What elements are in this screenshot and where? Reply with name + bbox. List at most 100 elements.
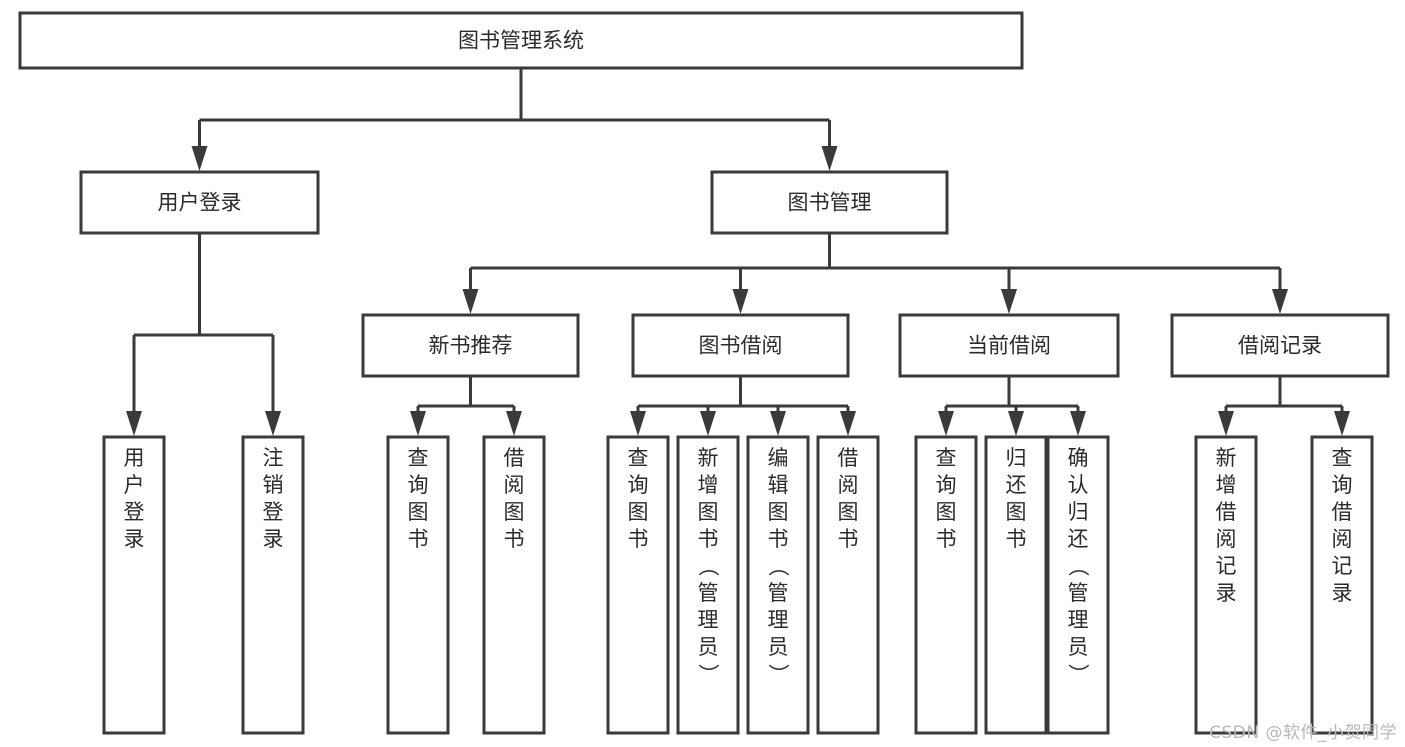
node-box [984,435,1048,735]
node-label-char: 新 [1216,446,1237,470]
node-label-char: 书 [698,527,719,551]
node-label-char: 录 [263,527,284,551]
arrow-head-icon [410,411,426,436]
node-label-char: 查 [408,446,429,470]
node-label-char: 员 [768,635,789,659]
node-label-char: 借 [504,446,525,470]
node-label-char: 询 [628,473,649,497]
node-label-char: 员 [698,635,719,659]
node-box [816,435,880,735]
node-label-char: 询 [936,473,957,497]
node-label-char: 录 [1216,581,1237,605]
node-label-char: 登 [263,500,284,524]
node-box [746,435,810,735]
node-box [18,11,1024,70]
node-label-char: 书 [768,527,789,551]
node-label-char: 书 [936,527,957,551]
node-label-char: 查 [628,446,649,470]
node-label-char: 书 [504,527,525,551]
node-box [102,435,166,735]
arrow-head-icon [1218,411,1234,436]
node-book-borrow[interactable]: 图书借阅 [631,313,850,378]
node-box [914,435,978,735]
node-label: 当前借阅 [967,334,1051,358]
arrow-head-icon [821,146,838,171]
node-label-char: 理 [1068,608,1089,632]
arrow-head-icon [630,411,646,436]
node-user-login[interactable]: 用户登录 [79,170,320,235]
node-label-char: 管 [698,581,719,605]
node-label: 图书借阅 [699,334,783,358]
node-leaf-user-login[interactable]: 用户登录 [102,435,166,735]
node-box [1170,313,1390,378]
node-root[interactable]: 图书管理系统 [18,11,1024,70]
node-label-char: 户 [124,473,145,497]
node-box [361,313,580,378]
node-label-char: 理 [768,608,789,632]
node-label-char: 查 [1332,446,1353,470]
node-label-char: 图 [408,500,429,524]
arrow-head-icon [265,411,281,436]
arrow-head-icon [191,146,208,171]
node-label-char: 录 [124,527,145,551]
node-label-char: 新 [698,446,719,470]
node-label-char: 借 [838,446,859,470]
node-label: 图书管理 [788,191,872,215]
arrow-head-icon [1008,411,1024,436]
node-label-char: 图 [698,500,719,524]
arrow-head-icon [840,411,856,436]
node-borrow-record[interactable]: 借阅记录 [1170,313,1390,378]
arrow-head-icon [462,289,479,314]
node-box [606,435,670,735]
node-label-char: ） [1066,664,1090,685]
node-box [1046,435,1110,735]
node-label-char: 查 [936,446,957,470]
node-box [482,435,546,735]
node-box [386,435,450,735]
node-label-char: 书 [838,527,859,551]
connector-layer [126,68,1350,436]
node-box [710,170,949,235]
node-label-char: 图 [628,500,649,524]
node-label-char: 借 [1216,500,1237,524]
node-label-char: 书 [1006,527,1027,551]
node-box [1194,435,1258,735]
arrow-head-icon [1001,289,1017,314]
node-label: 图书管理系统 [458,29,584,53]
node-label-char: 编 [768,446,789,470]
node-label-char: 登 [124,500,145,524]
node-label: 新书推荐 [429,334,513,358]
node-label-char: （ [766,556,790,577]
node-label-char: ） [766,664,790,685]
node-label-char: 增 [698,473,719,497]
node-label-char: 增 [1216,473,1237,497]
node-current-borrow[interactable]: 当前借阅 [898,313,1120,378]
node-label-char: 记 [1216,554,1237,578]
node-label-char: 书 [628,527,649,551]
node-label-char: 还 [1068,527,1089,551]
node-new-book-recommend[interactable]: 新书推荐 [361,313,580,378]
node-label-char: 图 [1006,500,1027,524]
node-label-char: 阅 [838,473,859,497]
node-label-char: 图 [768,500,789,524]
node-label-char: 归 [1006,446,1027,470]
node-label-char: 管 [768,581,789,605]
node-box [1310,435,1374,735]
node-label-char: 阅 [1216,527,1237,551]
node-label-char: 询 [408,473,429,497]
node-label-char: 阅 [1332,527,1353,551]
node-book-manage[interactable]: 图书管理 [710,170,949,235]
